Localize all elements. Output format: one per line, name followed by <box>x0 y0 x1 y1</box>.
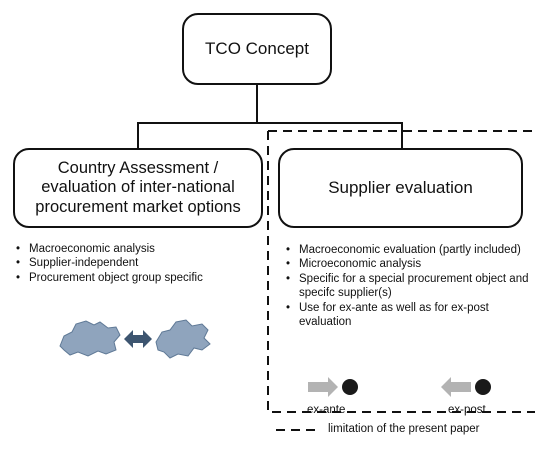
list-item: Macroeconomic analysis <box>14 242 264 257</box>
list-item: Supplier-independent <box>14 256 264 271</box>
legend-dash-sample <box>276 429 318 431</box>
country-assessment-box: Country Assessment / evaluation of inter… <box>13 148 263 228</box>
ex-ante-graphic <box>308 377 358 397</box>
connector-left-down <box>137 122 139 149</box>
supplier-evaluation-box: Supplier evaluation <box>278 148 523 228</box>
dot-icon <box>342 379 358 395</box>
connector-right-down <box>401 122 403 149</box>
map-right-icon <box>155 319 211 359</box>
supplier-evaluation-label: Supplier evaluation <box>328 178 473 197</box>
dot-icon <box>475 379 491 395</box>
map-left-icon <box>59 320 121 357</box>
country-assessment-bullets: Macroeconomic analysis Supplier-independ… <box>14 242 264 286</box>
list-item: Procurement object group specific <box>14 271 264 286</box>
list-item: Specific for a special procurement objec… <box>284 272 538 301</box>
connector-root-down <box>256 85 258 123</box>
connector-horizontal <box>137 122 403 124</box>
supplier-evaluation-bullets: Macroeconomic evaluation (partly include… <box>284 243 538 330</box>
ex-post-graphic <box>441 377 491 397</box>
double-arrow-icon <box>124 330 152 348</box>
ex-post-label: ex-post <box>448 404 486 416</box>
list-item: Macroeconomic evaluation (partly include… <box>284 243 538 258</box>
list-item: Microeconomic analysis <box>284 257 538 272</box>
country-maps-graphic <box>59 319 211 359</box>
legend-label: limitation of the present paper <box>328 423 480 435</box>
tco-concept-label: TCO Concept <box>205 39 309 58</box>
ex-ante-label: ex-ante <box>307 404 346 416</box>
tco-concept-box: TCO Concept <box>182 13 332 85</box>
right-arrow-icon <box>308 377 338 397</box>
left-arrow-icon <box>441 377 471 397</box>
list-item: Use for ex-ante as well as for ex-post e… <box>284 301 538 330</box>
country-assessment-label: Country Assessment / evaluation of inter… <box>35 158 241 216</box>
